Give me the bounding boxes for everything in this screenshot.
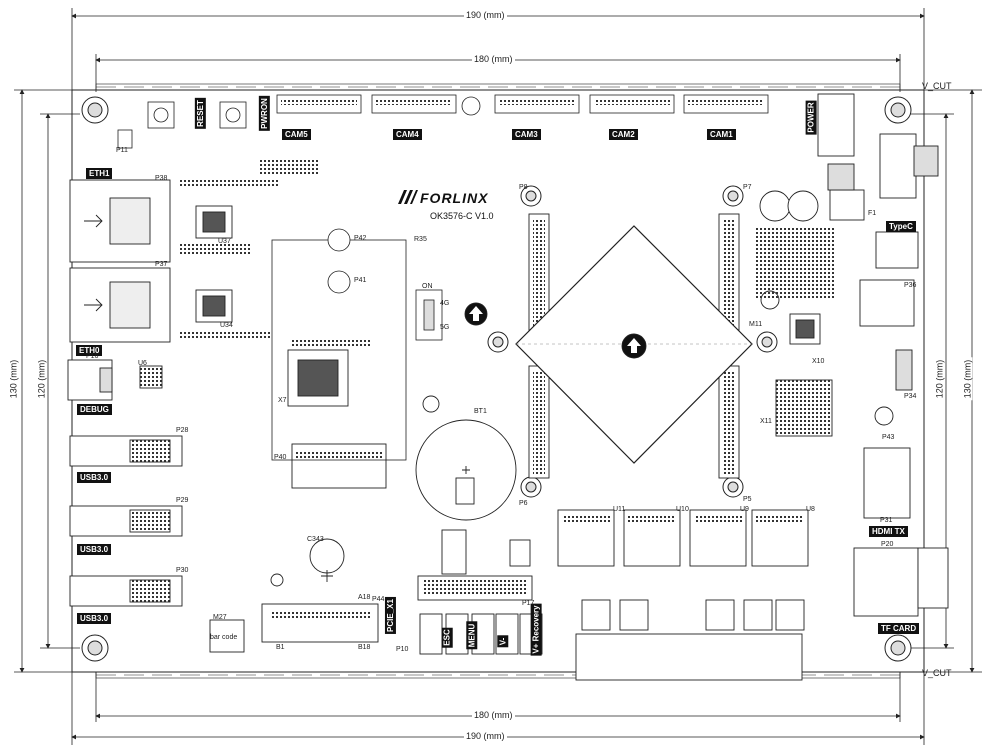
bottom-components xyxy=(209,509,809,681)
board-model: OK3576-C V1.0 xyxy=(430,211,494,221)
usb-and-debug xyxy=(67,359,183,607)
vcut-bottom-label: V_CUT xyxy=(922,668,952,678)
ref-u10: U10 xyxy=(676,506,689,513)
label-barcode: bar code xyxy=(210,634,238,641)
label-vminus: V- xyxy=(497,635,509,648)
ref-a18: A18 xyxy=(358,594,371,601)
ref-u11: U11 xyxy=(613,506,626,513)
label-cam3: CAM3 xyxy=(512,129,541,140)
ref-p34: P34 xyxy=(904,393,917,400)
ref-p17: P17 xyxy=(522,600,535,607)
label-menu: MENU xyxy=(466,621,478,650)
brand-name: FORLINX xyxy=(420,190,489,206)
label-cam2: CAM2 xyxy=(609,129,638,140)
ethernet-jacks xyxy=(69,179,171,343)
vcut-top-label: V_CUT xyxy=(922,81,952,91)
ref-b1: B1 xyxy=(276,644,285,651)
ref-p38: P38 xyxy=(155,175,168,182)
ref-4g: 4G xyxy=(440,300,450,307)
ref-p11: P11 xyxy=(116,147,128,154)
ref-m11: M11 xyxy=(749,321,763,328)
label-cam1: CAM1 xyxy=(707,129,736,140)
label-usb-2: USB3.0 xyxy=(77,544,112,555)
mounting-holes xyxy=(81,96,912,662)
ref-u8: U8 xyxy=(806,506,815,513)
ref-c343: C343 xyxy=(307,536,324,543)
label-eth0: ETH0 xyxy=(76,345,103,356)
label-usb-3: USB3.0 xyxy=(77,613,112,624)
ref-m27: M27 xyxy=(213,614,227,621)
ref-u6: U6 xyxy=(138,360,147,367)
ref-p41: P41 xyxy=(354,277,367,284)
ref-p8: P8 xyxy=(519,184,528,191)
dim-width-outer-bottom: 190 (mm) xyxy=(464,731,507,741)
label-power: POWER xyxy=(805,100,817,135)
ref-5g: 5G xyxy=(440,324,450,331)
ref-p6: P6 xyxy=(519,500,528,507)
label-pwron: PWRON xyxy=(258,96,270,131)
dim-height-outer-right: 130 (mm) xyxy=(962,357,973,401)
ref-p10: P10 xyxy=(396,646,409,653)
ref-f1: F1 xyxy=(868,210,877,217)
label-hdmi: HDMI TX xyxy=(869,526,908,537)
label-pcie: PCIE_X1 xyxy=(384,597,396,634)
ref-p44: P44 xyxy=(372,596,385,603)
label-vplus: V+ Recovery xyxy=(530,603,542,656)
dim-width-outer: 190 (mm) xyxy=(464,10,507,20)
ref-p43: P43 xyxy=(882,434,895,441)
label-debug: DEBUG xyxy=(77,404,112,415)
label-typec: TypeC xyxy=(886,221,916,232)
battery-and-caps xyxy=(309,163,865,582)
left-ics xyxy=(180,160,387,489)
ref-p7: P7 xyxy=(743,184,752,191)
ref-p5: P5 xyxy=(743,496,752,503)
dim-height-outer: 130 (mm) xyxy=(8,357,19,401)
ref-u34: U34 xyxy=(220,322,233,329)
ref-u9: U9 xyxy=(740,506,749,513)
ref-p30: P30 xyxy=(176,567,189,574)
dim-width-inner-bottom: 180 (mm) xyxy=(472,710,515,720)
camera-connectors xyxy=(276,94,769,116)
ref-p37: P37 xyxy=(155,261,168,268)
label-esc: ESC xyxy=(441,627,453,648)
ref-p42: P42 xyxy=(354,235,367,242)
ref-u37: U37 xyxy=(218,238,231,245)
ref-x10: X10 xyxy=(812,358,825,365)
dim-height-inner-right: 120 (mm) xyxy=(934,357,945,401)
label-reset: RESET xyxy=(194,98,206,129)
ref-p16: P16 xyxy=(86,353,99,360)
ref-p29: P29 xyxy=(176,497,189,504)
som-area xyxy=(464,213,753,479)
ref-x11: X11 xyxy=(760,418,772,425)
right-components xyxy=(756,93,949,617)
ref-p36: P36 xyxy=(904,282,917,289)
dim-height-inner: 120 (mm) xyxy=(36,357,47,401)
module-area xyxy=(271,228,443,461)
dim-width-inner: 180 (mm) xyxy=(472,54,515,64)
ref-p40: P40 xyxy=(274,454,287,461)
forlinx-logo-icon xyxy=(396,188,418,206)
ref-p28: P28 xyxy=(176,427,189,434)
label-cam4: CAM4 xyxy=(393,129,422,140)
ref-p31: P31 xyxy=(880,517,893,524)
ref-p20: P20 xyxy=(881,541,894,548)
top-buttons xyxy=(117,101,247,149)
label-tfcard: TF CARD xyxy=(878,623,920,634)
ref-bt1: BT1 xyxy=(474,408,487,415)
ref-r35: R35 xyxy=(414,236,427,243)
label-usb-1: USB3.0 xyxy=(77,472,112,483)
ref-on: ON xyxy=(422,283,433,290)
ref-b18: B18 xyxy=(358,644,371,651)
ref-x7: X7 xyxy=(278,397,287,404)
label-eth1: ETH1 xyxy=(86,168,113,179)
label-cam5: CAM5 xyxy=(282,129,311,140)
